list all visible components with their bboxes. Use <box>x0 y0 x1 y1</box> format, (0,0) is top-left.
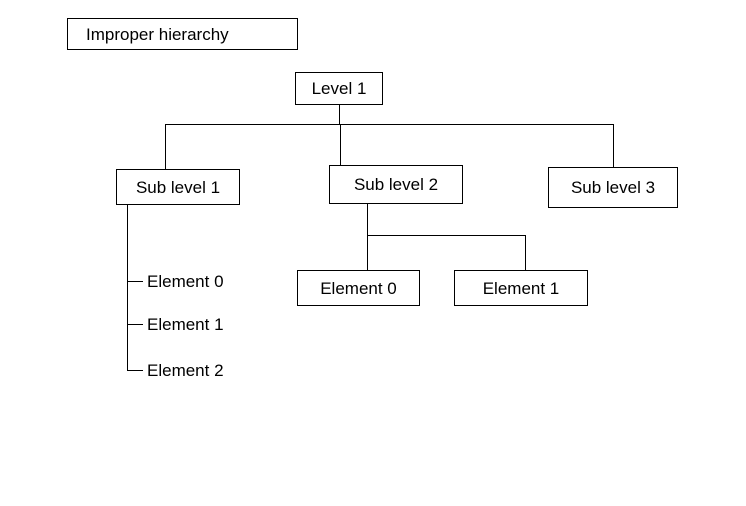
connector-sub-level-1-stub-1 <box>127 324 143 325</box>
node-sub-level-2-element-0-label: Element 0 <box>320 278 397 298</box>
connector-sub-level-2-to-element-1 <box>525 235 526 270</box>
node-sub-level-2-element-0: Element 0 <box>297 270 420 306</box>
node-level-1-label: Level 1 <box>311 79 367 98</box>
leaf-sub-level-1-element-2: Element 2 <box>147 361 224 380</box>
node-sub-level-1: Sub level 1 <box>116 169 240 205</box>
node-sub-level-2: Sub level 2 <box>329 165 463 204</box>
node-level-1: Level 1 <box>295 72 383 105</box>
connector-sub-level-1-stub-0 <box>127 281 143 282</box>
connector-bus-to-sub-level-3 <box>613 124 614 167</box>
node-sub-level-3-label: Sub level 3 <box>570 178 656 197</box>
leaf-sub-level-1-element-1: Element 1 <box>147 315 224 334</box>
node-sub-level-2-element-1: Element 1 <box>454 270 588 306</box>
diagram-title-label: Improper hierarchy <box>86 24 229 44</box>
connector-sub-level-1-spine <box>127 205 128 370</box>
connector-root-drop <box>339 105 340 124</box>
node-sub-level-1-label: Sub level 1 <box>135 177 221 197</box>
connector-bus-to-sub-level-1 <box>165 124 166 169</box>
connector-sub-level-2-drop <box>367 204 368 235</box>
connector-sub-level-2-bus <box>367 235 525 236</box>
node-sub-level-3: Sub level 3 <box>548 167 678 208</box>
node-sub-level-2-element-1-label: Element 1 <box>482 278 560 298</box>
connector-sub-level-2-to-element-0 <box>367 235 368 270</box>
connector-main-bus <box>165 124 614 125</box>
node-sub-level-2-label: Sub level 2 <box>353 175 439 194</box>
connector-sub-level-1-stub-2 <box>127 370 143 371</box>
diagram-title-box: Improper hierarchy <box>67 18 298 50</box>
connector-bus-to-sub-level-2 <box>340 124 341 165</box>
leaf-sub-level-1-element-0: Element 0 <box>147 272 224 291</box>
